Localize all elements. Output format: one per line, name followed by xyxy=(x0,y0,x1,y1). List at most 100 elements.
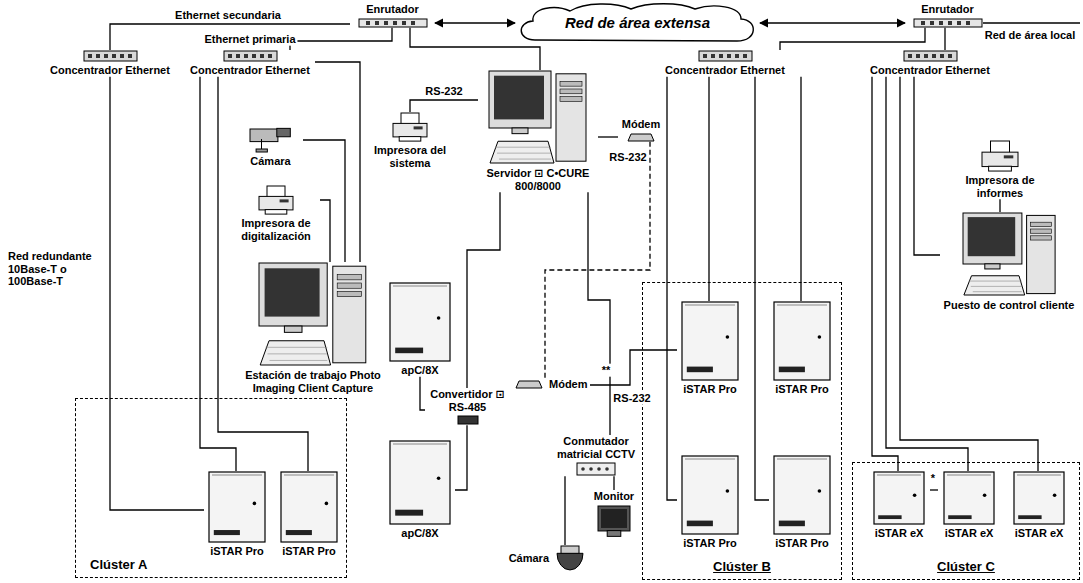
cab-icon xyxy=(873,471,925,525)
dome-icon xyxy=(555,545,585,571)
lan-line xyxy=(983,22,1080,23)
printer: Impresora de informes xyxy=(955,140,1045,199)
cluster-box: Clúster BiSTAR ProiSTAR ProiSTAR ProiSTA… xyxy=(642,282,842,580)
router-icon xyxy=(358,18,428,28)
printer-icon xyxy=(392,112,428,142)
network-link xyxy=(303,140,345,262)
device-label: Puesto de control cliente xyxy=(944,299,1075,312)
network-link xyxy=(900,77,1038,471)
device-label: Enrutador xyxy=(366,3,419,16)
edge-label: Ethernet secundaria xyxy=(173,9,283,22)
device-label: Convertidor ⊡ RS-485 xyxy=(425,388,510,413)
network-link xyxy=(755,77,769,500)
printer-icon xyxy=(981,140,1019,172)
device-label: Concentrador Ethernet xyxy=(50,64,170,77)
edge-label: Ethernet primaria xyxy=(202,33,297,46)
network-link xyxy=(613,476,614,490)
modem: Módem xyxy=(618,118,664,142)
modem: Módem xyxy=(515,378,590,391)
cab-icon xyxy=(943,471,995,525)
workstation: Estación de trabajo Photo Imaging Client… xyxy=(228,262,398,394)
device-label: Servidor ⊡ C•CURE 800/8000 xyxy=(478,167,598,192)
controller-cabinet: iSTAR eX xyxy=(868,471,930,540)
network-link xyxy=(800,77,801,301)
modem-icon xyxy=(627,133,655,142)
pc-icon xyxy=(962,212,1057,297)
hub-icon xyxy=(223,50,278,62)
network-link xyxy=(872,77,898,471)
device-label: iSTAR Pro xyxy=(775,537,829,550)
network-link xyxy=(467,192,500,388)
controller-cabinet: iSTAR Pro xyxy=(677,455,743,550)
cluster-box: Clúster CiSTAR eXiSTAR eXiSTAR eX xyxy=(852,462,1080,580)
router: Enrutador xyxy=(350,3,435,28)
controller-cabinet: iSTAR Pro xyxy=(677,301,743,396)
device-label: Concentrador Ethernet xyxy=(190,64,310,77)
network-link xyxy=(435,22,515,23)
network-link xyxy=(944,28,945,50)
panel-cabinet: apC/8X xyxy=(385,440,455,540)
monitor-icon xyxy=(597,505,631,537)
network-link xyxy=(780,28,925,50)
network-link xyxy=(667,77,677,500)
device-label: iSTAR Pro xyxy=(210,545,264,558)
cab-icon xyxy=(681,301,739,381)
device-label: iSTAR Pro xyxy=(775,383,829,396)
network-link xyxy=(410,28,540,70)
network-link xyxy=(598,136,618,137)
device-label: Módem xyxy=(622,118,661,131)
controller-cabinet: iSTAR Pro xyxy=(276,471,342,558)
network-link xyxy=(315,62,360,262)
pc-icon xyxy=(488,70,588,165)
device-label: iSTAR Pro xyxy=(683,383,737,396)
cab-icon xyxy=(280,471,338,543)
controller-cabinet: iSTAR Pro xyxy=(769,455,835,550)
cab-icon xyxy=(389,282,451,362)
network-link xyxy=(290,28,392,50)
footnote-mark: ** xyxy=(600,364,613,377)
cloud-label: Red de área extensa xyxy=(565,14,710,31)
network-note: Red redundante 10Base-T o 100Base-T xyxy=(6,250,105,288)
cab-icon xyxy=(773,455,831,535)
device-label: iSTAR eX xyxy=(875,527,924,540)
controller-cabinet: iSTAR Pro xyxy=(204,471,270,558)
network-link xyxy=(999,199,1000,212)
edge-label: RS-232 xyxy=(607,151,648,164)
device-label: Concentrador Ethernet xyxy=(870,64,990,77)
router: Enrutador xyxy=(905,3,990,28)
device-label: Concentrador Ethernet xyxy=(665,64,785,77)
device-label: Estación de trabajo Photo Imaging Client… xyxy=(228,369,398,394)
device-label: iSTAR eX xyxy=(945,527,994,540)
network-link xyxy=(708,77,709,301)
network-label: Red de área local xyxy=(983,29,1078,42)
device-label: Impresora del sistema xyxy=(370,144,450,169)
network-link xyxy=(760,22,905,23)
device-label: iSTAR Pro xyxy=(282,545,336,558)
camera-icon xyxy=(248,125,293,153)
panel-cabinet: apC/8X xyxy=(385,282,455,377)
ethernet-hub: Concentrador Ethernet xyxy=(850,50,1010,77)
cluster-box: Clúster AiSTAR ProiSTAR Pro xyxy=(75,398,347,578)
network-link xyxy=(914,77,940,255)
device-label: Módem xyxy=(549,378,588,391)
ethernet-hub: Concentrador Ethernet xyxy=(185,50,315,77)
pc-icon xyxy=(258,262,368,367)
router-icon xyxy=(913,18,983,28)
switch-icon xyxy=(576,462,616,476)
printer: Impresora del sistema xyxy=(370,112,450,169)
controller-cabinet: iSTAR Pro xyxy=(769,301,835,396)
network-link xyxy=(590,350,677,385)
cab-icon xyxy=(208,471,266,543)
device-label: Monitor xyxy=(594,490,634,503)
device-label: Conmutador matricial CCTV xyxy=(553,435,639,460)
network-link xyxy=(110,77,204,510)
network-link xyxy=(455,425,467,490)
hub-icon xyxy=(83,50,138,62)
matrix-switch: Conmutador matricial CCTV xyxy=(553,435,639,476)
ethernet-hub: Concentrador Ethernet xyxy=(645,50,805,77)
monitor: Monitor xyxy=(590,490,638,537)
network-link xyxy=(886,77,968,471)
edge-label: * xyxy=(929,472,937,485)
network-link xyxy=(110,24,350,50)
